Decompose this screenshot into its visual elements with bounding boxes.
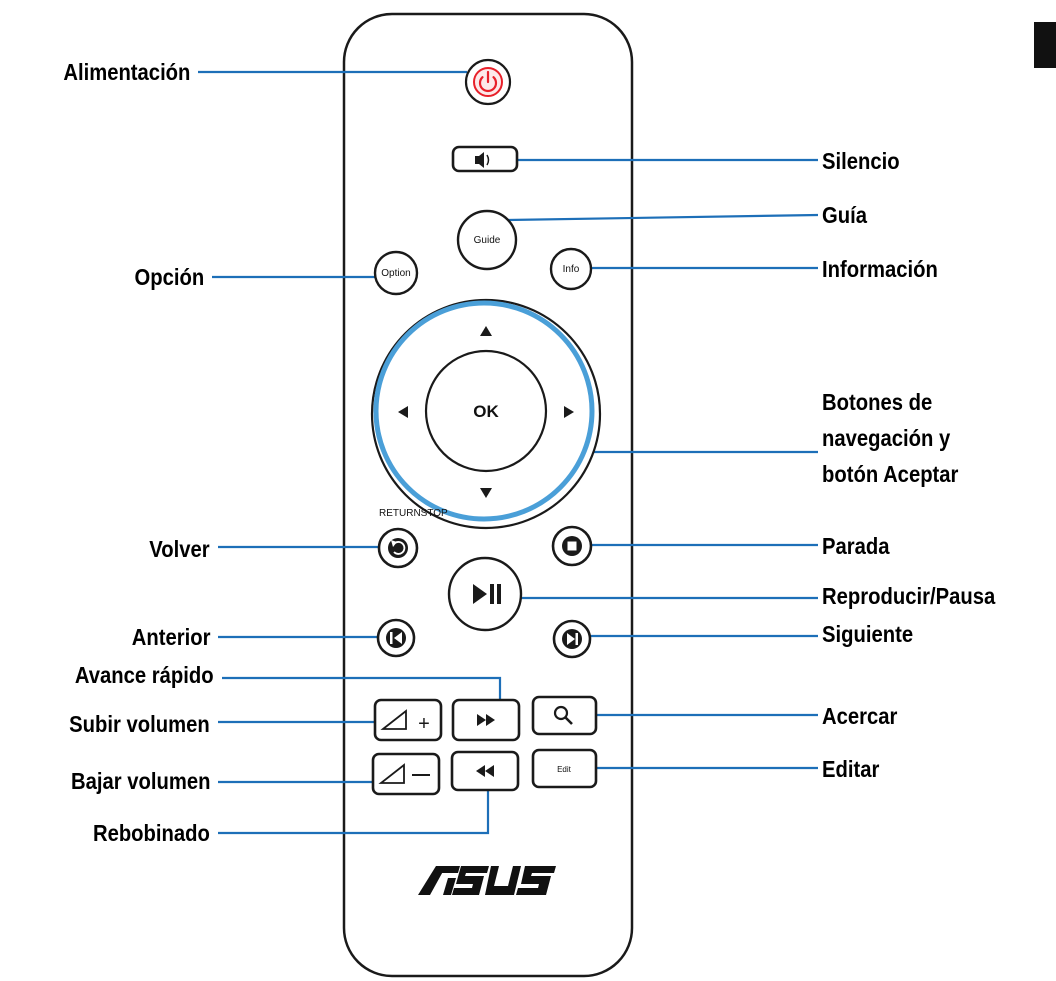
label-volume-down: Bajar volumen (70, 768, 210, 794)
nav-up-arrow (480, 326, 492, 336)
asus-logo (418, 866, 556, 895)
label-next: Siguiente (822, 621, 914, 647)
zoom-button[interactable] (531, 695, 598, 736)
skip-forward-icon (567, 633, 575, 645)
speaker-icon (475, 152, 484, 168)
volume-down-button[interactable] (371, 752, 441, 796)
play-pause-button[interactable] (447, 556, 523, 632)
label-mute: Silencio (822, 148, 900, 174)
option-button[interactable]: Option (373, 250, 419, 296)
rewind-button[interactable] (450, 750, 520, 792)
power-button[interactable] (464, 58, 512, 106)
info-button-label: Info (563, 264, 580, 275)
label-info: Información (822, 256, 938, 282)
page-tab-marker (1034, 22, 1056, 68)
nav-down-arrow (480, 488, 492, 498)
label-rewind: Rebobinado (93, 820, 210, 846)
volume-down-icon (378, 763, 405, 784)
mute-button[interactable] (451, 145, 519, 173)
leader-fast-forward (222, 676, 502, 708)
next-button[interactable] (552, 619, 592, 659)
nav-left-arrow (398, 406, 408, 418)
nav-right-arrow (564, 406, 574, 418)
ok-button[interactable]: OK (424, 349, 548, 473)
label-previous: Anterior (131, 624, 210, 650)
ok-button-label: OK (473, 402, 499, 421)
return-stop-label: RETURNSTOP (379, 508, 448, 519)
play-icon (473, 584, 487, 604)
label-navigation-line-2: navegación y (822, 425, 951, 451)
zoom-icon (553, 705, 569, 721)
previous-button[interactable] (376, 618, 416, 658)
label-navigation-line-1: Botones de (822, 389, 933, 415)
leader-lines (198, 70, 819, 835)
skip-back-icon (390, 632, 393, 644)
svg-text:+: + (418, 713, 430, 735)
pause-icon (490, 584, 494, 604)
volume-up-button[interactable]: + (373, 698, 443, 742)
edit-button-label: Edit (557, 765, 572, 774)
label-guide: Guía (822, 202, 867, 228)
label-volume-up: Subir volumen (69, 711, 210, 737)
edit-button[interactable]: Edit (531, 748, 598, 789)
fast-forward-button[interactable] (451, 698, 521, 742)
stop-icon (567, 541, 577, 551)
label-play-pause: Reproducir/Pausa (822, 583, 996, 609)
label-option: Opción (134, 264, 204, 290)
option-button-label: Option (381, 268, 410, 279)
label-power: Alimentación (62, 59, 190, 85)
label-fast-forward: Avance rápido (75, 662, 214, 688)
label-stop: Parada (822, 533, 890, 559)
guide-button[interactable]: Guide (456, 209, 518, 271)
guide-button-label: Guide (474, 235, 501, 246)
label-zoom: Acercar (822, 703, 898, 729)
label-navigation-line-3: botón Aceptar (822, 461, 959, 487)
leader-rewind (218, 778, 490, 835)
stop-button[interactable] (551, 525, 593, 567)
leader-guide (507, 213, 819, 222)
return-icon (393, 541, 406, 555)
back-button[interactable] (377, 527, 419, 569)
info-button[interactable]: Info (549, 247, 593, 291)
label-back: Volver (149, 536, 210, 562)
power-icon (478, 76, 498, 93)
fast-forward-icon (477, 714, 486, 726)
label-edit: Editar (822, 756, 880, 782)
rewind-icon (485, 765, 494, 777)
volume-up-icon (380, 709, 407, 730)
